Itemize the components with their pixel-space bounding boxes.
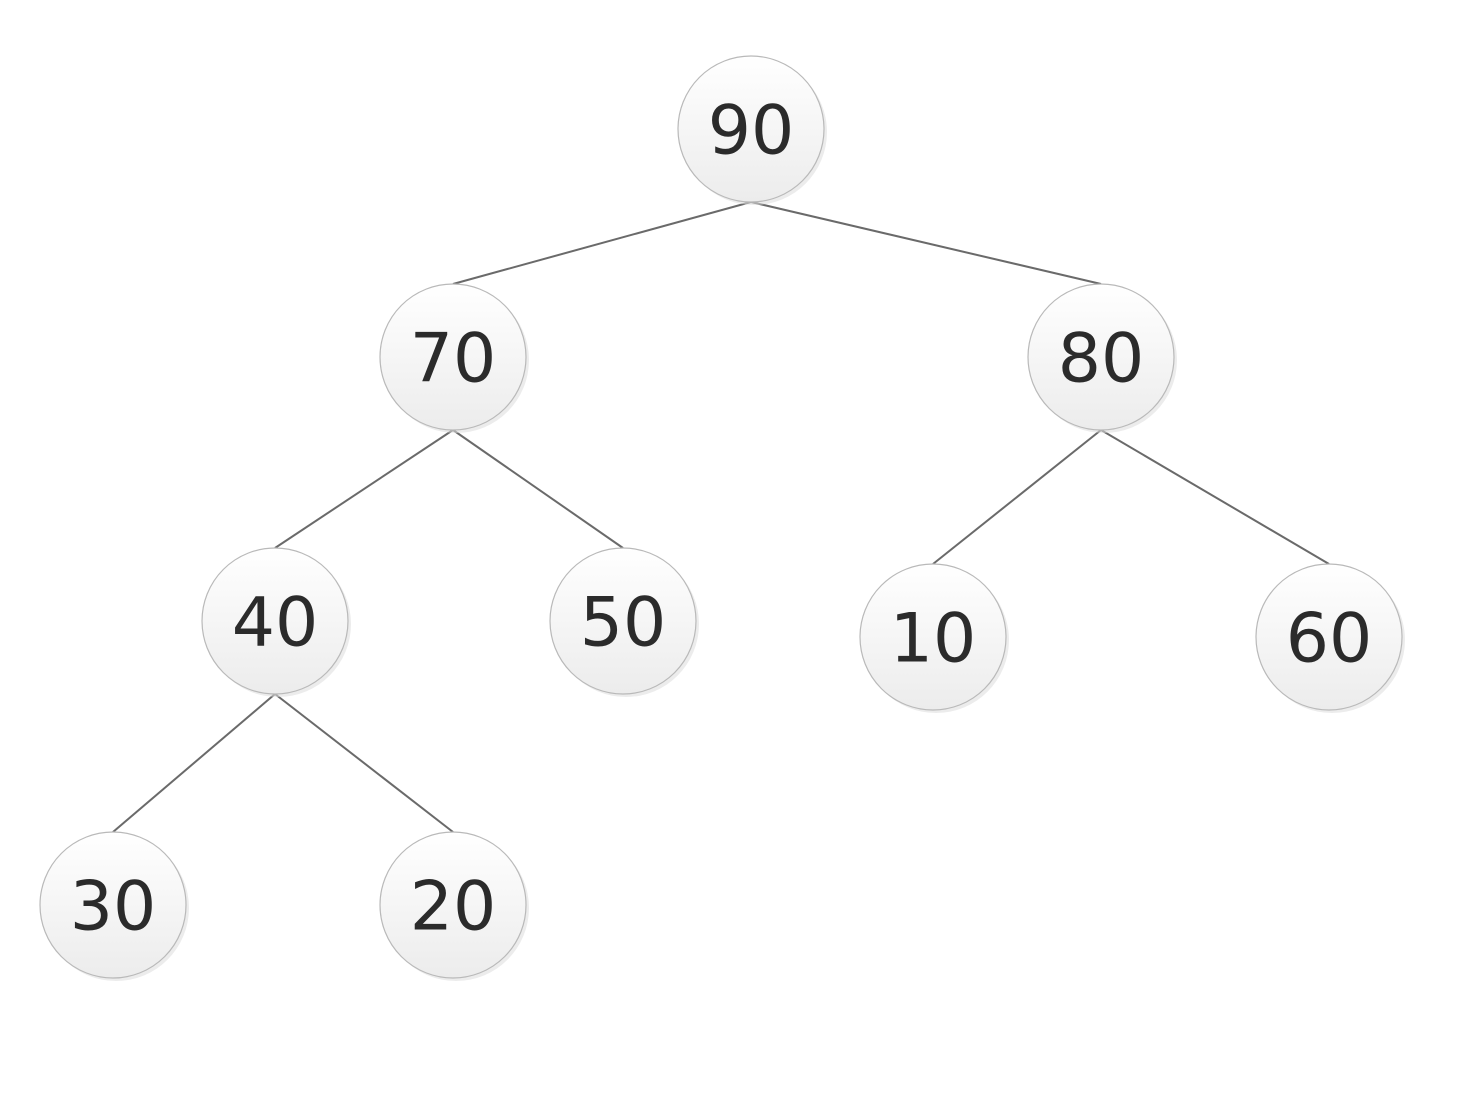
tree-node-90: 90 — [677, 55, 827, 205]
tree-edge-80-60 — [1100, 429, 1330, 565]
tree-edge-90-80 — [750, 201, 1102, 285]
tree-node-60: 60 — [1255, 563, 1405, 713]
tree-node-20: 20 — [379, 831, 529, 981]
tree-edge-80-10 — [932, 429, 1102, 565]
tree-edge-90-70 — [452, 201, 752, 285]
tree-node-50: 50 — [549, 547, 699, 697]
node-circle — [39, 831, 187, 979]
tree-edges — [112, 201, 1330, 833]
tree-node-70: 70 — [379, 283, 529, 433]
node-circle — [677, 55, 825, 203]
node-label: 60 — [1286, 600, 1373, 679]
node-circle — [379, 831, 527, 979]
node-label: 70 — [410, 320, 497, 399]
node-circle — [379, 283, 527, 431]
node-label: 80 — [1058, 320, 1145, 399]
tree-edge-70-40 — [274, 429, 454, 549]
tree-edge-40-20 — [274, 693, 454, 833]
node-label: 50 — [580, 584, 667, 663]
node-circle — [859, 563, 1007, 711]
tree-edge-70-50 — [452, 429, 624, 549]
tree-node-30: 30 — [39, 831, 189, 981]
tree-node-40: 40 — [201, 547, 351, 697]
tree-edge-40-30 — [112, 693, 276, 833]
node-label: 90 — [708, 92, 795, 171]
tree-node-80: 80 — [1027, 283, 1177, 433]
node-circle — [201, 547, 349, 695]
tree-node-10: 10 — [859, 563, 1009, 713]
node-circle — [549, 547, 697, 695]
node-label: 10 — [890, 600, 977, 679]
node-label: 40 — [232, 584, 319, 663]
node-circle — [1027, 283, 1175, 431]
node-label: 20 — [410, 868, 497, 947]
tree-nodes: 90 70 80 40 50 10 60 — [39, 55, 1405, 981]
node-circle — [1255, 563, 1403, 711]
node-label: 30 — [70, 868, 157, 947]
